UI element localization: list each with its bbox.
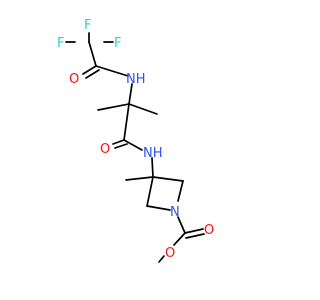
nitrogen-atom-label: N [170, 205, 180, 220]
oxygen-atom-label: O [69, 72, 79, 87]
fluorine-atom-label: F [57, 36, 64, 51]
bond [114, 143, 128, 149]
bond [123, 139, 143, 151]
bond [88, 41, 97, 67]
oxygen-atom-label: O [204, 223, 214, 238]
bond [146, 205, 171, 211]
oxygen-atom-label: O [100, 142, 110, 157]
bond [112, 139, 125, 145]
molecule-structure: F F F O NH O NH N O O [57, 18, 214, 263]
bond [97, 103, 130, 111]
bond [185, 233, 205, 239]
fluorine-atom-label: F [114, 36, 121, 51]
atoms: F F F O NH O NH N O O [57, 18, 214, 261]
bond [123, 103, 130, 141]
bond [95, 65, 129, 77]
bond [173, 232, 186, 246]
nitrogen-atom-label: NH [143, 146, 163, 161]
nitrogen-atom-label: NH [126, 72, 146, 87]
bond [158, 255, 165, 263]
bond [82, 65, 97, 75]
bond [152, 176, 184, 182]
bond [85, 69, 100, 79]
bond [177, 180, 184, 202]
bond [125, 176, 154, 181]
bond [128, 103, 158, 115]
oxygen-atom-label: O [165, 246, 175, 261]
bond [184, 228, 204, 234]
bond [151, 157, 154, 178]
bond [146, 176, 154, 207]
bonds [65, 32, 205, 263]
fluorine-atom-label: F [84, 18, 91, 33]
bond [177, 216, 186, 234]
bond [128, 83, 133, 105]
